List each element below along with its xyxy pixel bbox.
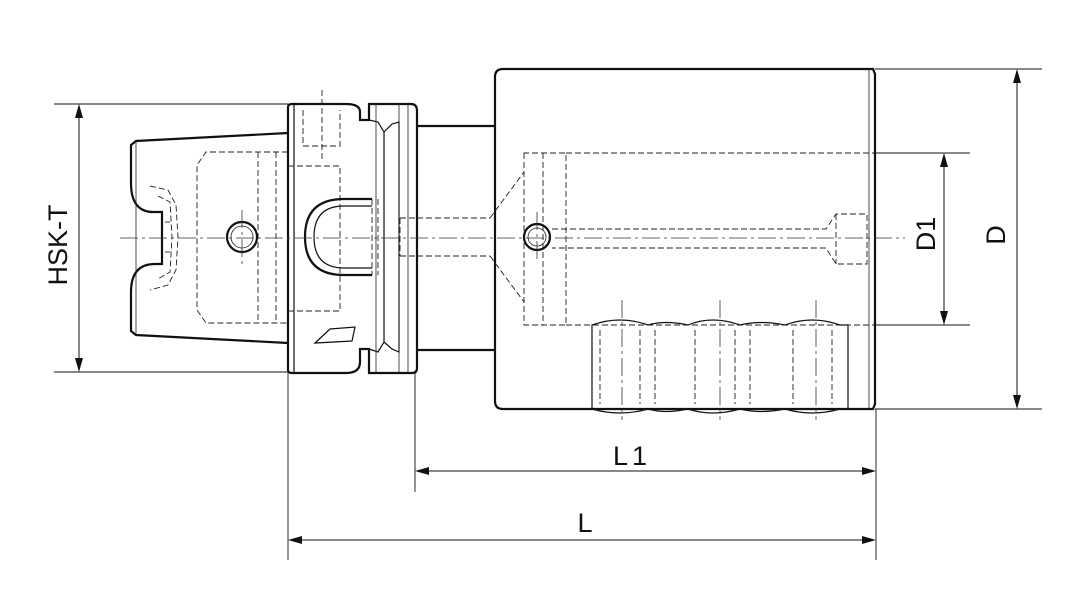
dimension-label-d1: D1 [911,217,941,252]
dimension-label-l: L [577,508,592,538]
dimension-l1 [414,373,877,492]
dimension-label-l1: L1 [613,441,651,471]
main-body [489,67,877,420]
dimension-label-d: D [981,225,1011,245]
dimension-hsk [54,103,288,373]
dimension-d [875,68,1042,410]
flange-collar [286,90,419,375]
dimension-label-hsk: HSK-T [43,205,73,286]
dimension-l [287,373,877,560]
centerlines [120,210,905,264]
neck [417,124,495,352]
dimension-d1 [875,152,970,326]
